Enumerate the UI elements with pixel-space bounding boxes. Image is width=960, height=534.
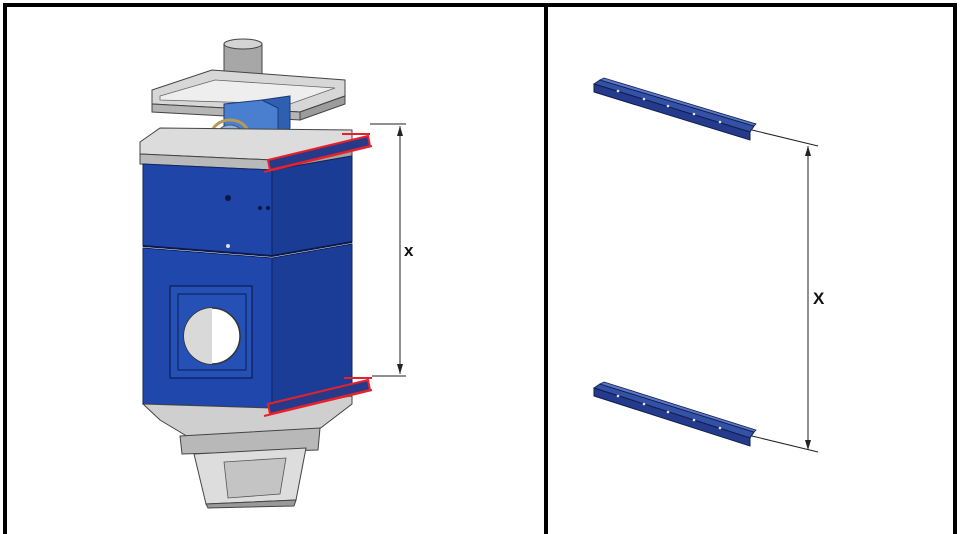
right-panel: X	[592, 77, 825, 453]
right-dimension-label: X	[813, 289, 825, 308]
filter-body-lower	[142, 243, 353, 409]
left-dimension: x	[370, 123, 414, 377]
left-panel: x	[139, 38, 414, 509]
top-support-frame	[151, 69, 346, 121]
inlet-port	[183, 307, 241, 365]
filter-body-upper	[142, 155, 353, 257]
hopper	[141, 395, 353, 509]
lower-rail	[592, 381, 757, 447]
left-dimension-label: x	[404, 241, 414, 260]
section-seam	[142, 241, 353, 258]
outer-frame	[3, 3, 957, 534]
lower-mounting-rail	[263, 377, 373, 417]
right-dimension: X	[751, 129, 825, 453]
upper-mounting-rail	[263, 133, 373, 173]
upper-rail	[592, 77, 757, 141]
